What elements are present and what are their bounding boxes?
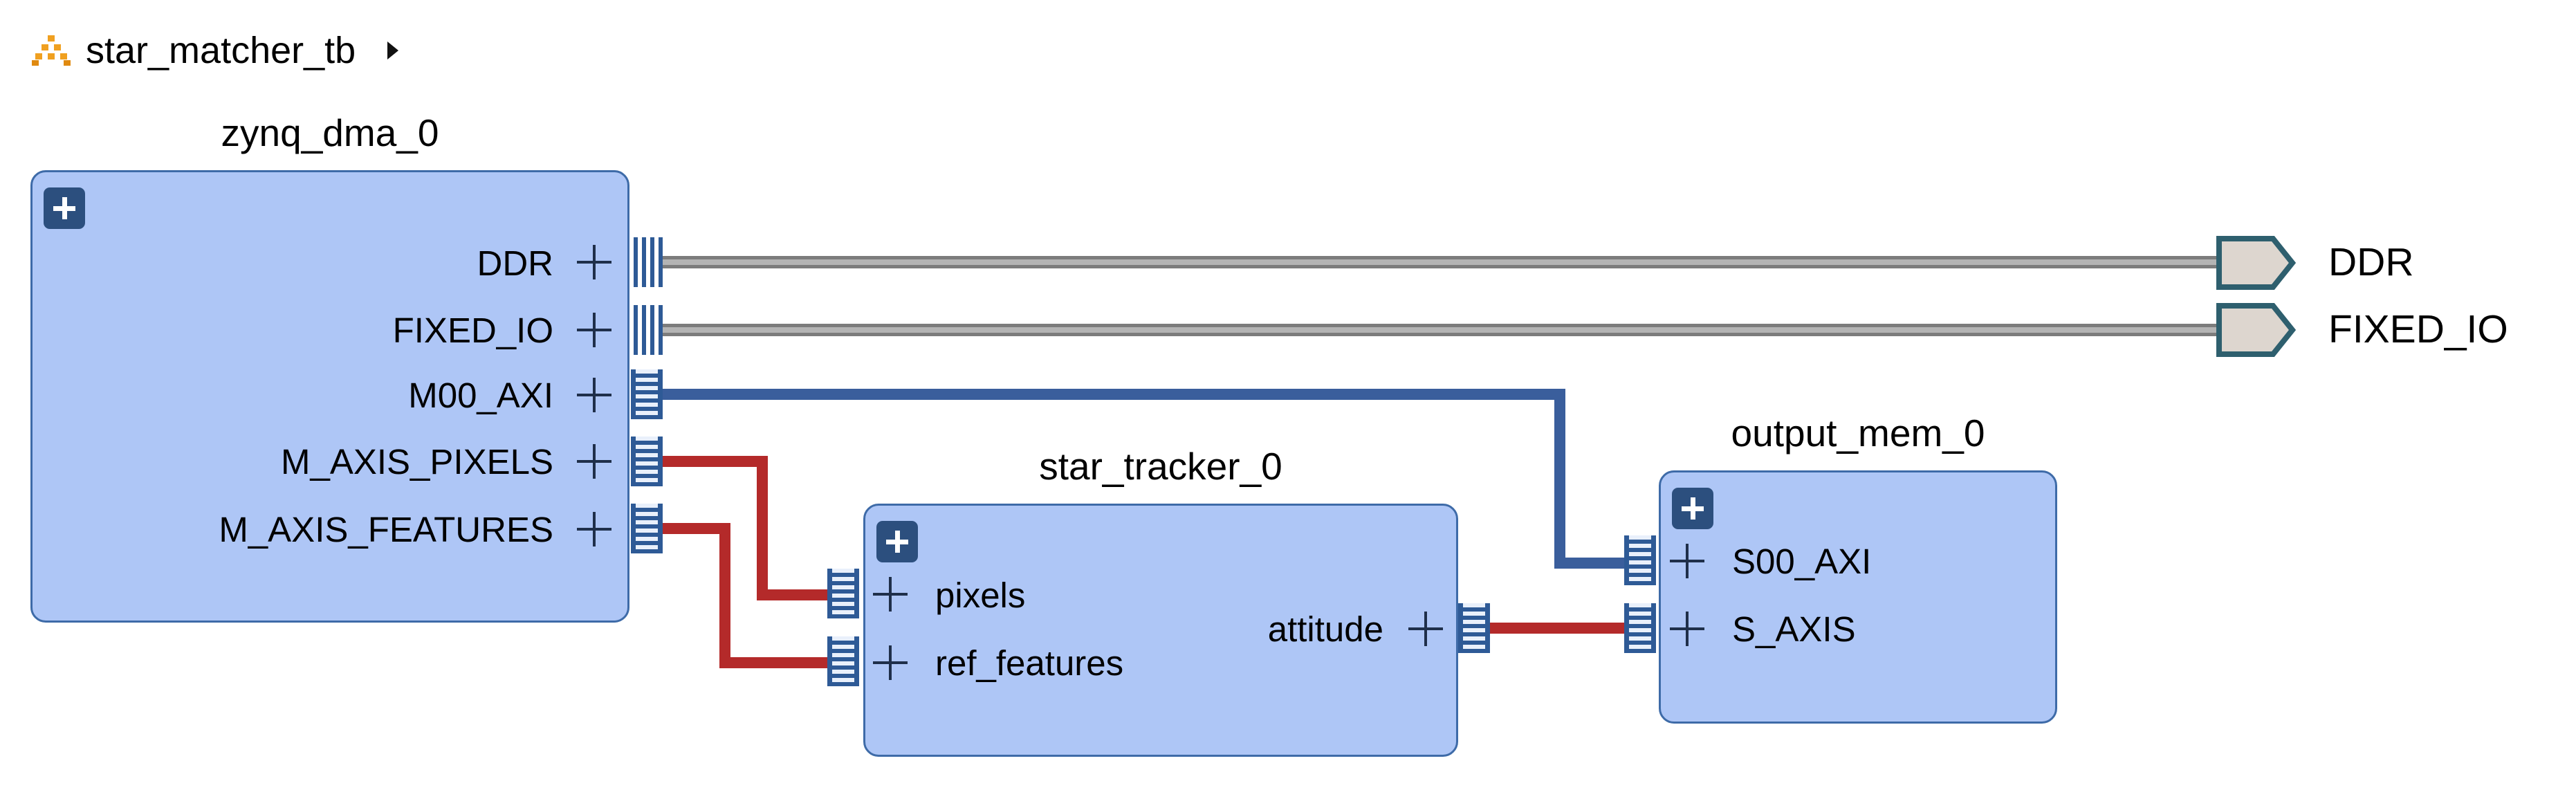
port-s00-axi-connector[interactable] <box>1624 535 1656 585</box>
plus-icon[interactable] <box>577 378 611 412</box>
port-m00-axi-connector[interactable] <box>631 369 663 419</box>
breadcrumb: star_matcher_tb <box>32 26 400 75</box>
breadcrumb-label[interactable]: star_matcher_tb <box>86 30 356 71</box>
external-port-fixed-io-label: FIXED_IO <box>2328 307 2508 351</box>
port-pixels-connector[interactable] <box>827 569 859 618</box>
port-m00-axi-label: M00_AXI <box>408 376 553 415</box>
expand-icon[interactable] <box>44 187 85 229</box>
port-attitude-label: attitude <box>1267 609 1383 649</box>
zynq-dma-block[interactable] <box>30 170 629 623</box>
external-port-ddr-label: DDR <box>2328 240 2414 284</box>
plus-icon[interactable] <box>1408 612 1443 646</box>
plus-icon[interactable] <box>577 444 611 479</box>
port-ref-features-label: ref_features <box>935 643 1124 683</box>
port-s00-axi-label: S00_AXI <box>1732 542 1872 581</box>
caret-right-icon[interactable] <box>386 40 400 61</box>
port-s-axis-connector[interactable] <box>1624 603 1656 653</box>
plus-icon[interactable] <box>577 245 611 279</box>
wire-m00-axi[interactable] <box>663 389 1631 569</box>
plus-icon[interactable] <box>577 313 611 347</box>
zynq-dma-title: zynq_dma_0 <box>221 111 439 154</box>
port-pixels-label: pixels <box>935 576 1026 615</box>
expand-icon[interactable] <box>876 521 918 562</box>
port-attitude-connector[interactable] <box>1458 603 1490 653</box>
port-m-axis-features-connector[interactable] <box>631 504 663 553</box>
plus-icon[interactable] <box>873 645 908 680</box>
output-mem-block[interactable] <box>1659 470 2057 724</box>
star-tracker-title: star_tracker_0 <box>1039 445 1282 488</box>
star-tracker-block[interactable] <box>863 504 1458 757</box>
port-ddr-label: DDR <box>477 244 554 283</box>
port-m-axis-pixels-connector[interactable] <box>631 437 663 486</box>
port-m-axis-pixels-label: M_AXIS_PIXELS <box>280 442 553 481</box>
output-mem-title: output_mem_0 <box>1731 412 1985 454</box>
port-m-axis-features-label: M_AXIS_FEATURES <box>219 510 553 549</box>
plus-icon[interactable] <box>1670 544 1704 578</box>
expand-icon[interactable] <box>1672 488 1713 529</box>
hierarchy-icon <box>32 35 71 66</box>
wire-m-axis-pixels[interactable] <box>663 456 831 600</box>
wire-m-axis-features[interactable] <box>663 523 831 668</box>
plus-icon[interactable] <box>873 577 908 612</box>
port-fixed-io-label: FIXED_IO <box>392 311 553 350</box>
port-fixed-io-connector[interactable] <box>631 305 663 355</box>
port-ddr-connector[interactable] <box>631 237 663 287</box>
external-port-ddr-icon[interactable] <box>2216 236 2297 290</box>
plus-icon[interactable] <box>577 512 611 546</box>
port-ref-features-connector[interactable] <box>827 636 859 686</box>
plus-icon[interactable] <box>1670 612 1704 646</box>
port-s-axis-label: S_AXIS <box>1732 609 1856 649</box>
external-port-fixed-io-icon[interactable] <box>2216 303 2297 357</box>
